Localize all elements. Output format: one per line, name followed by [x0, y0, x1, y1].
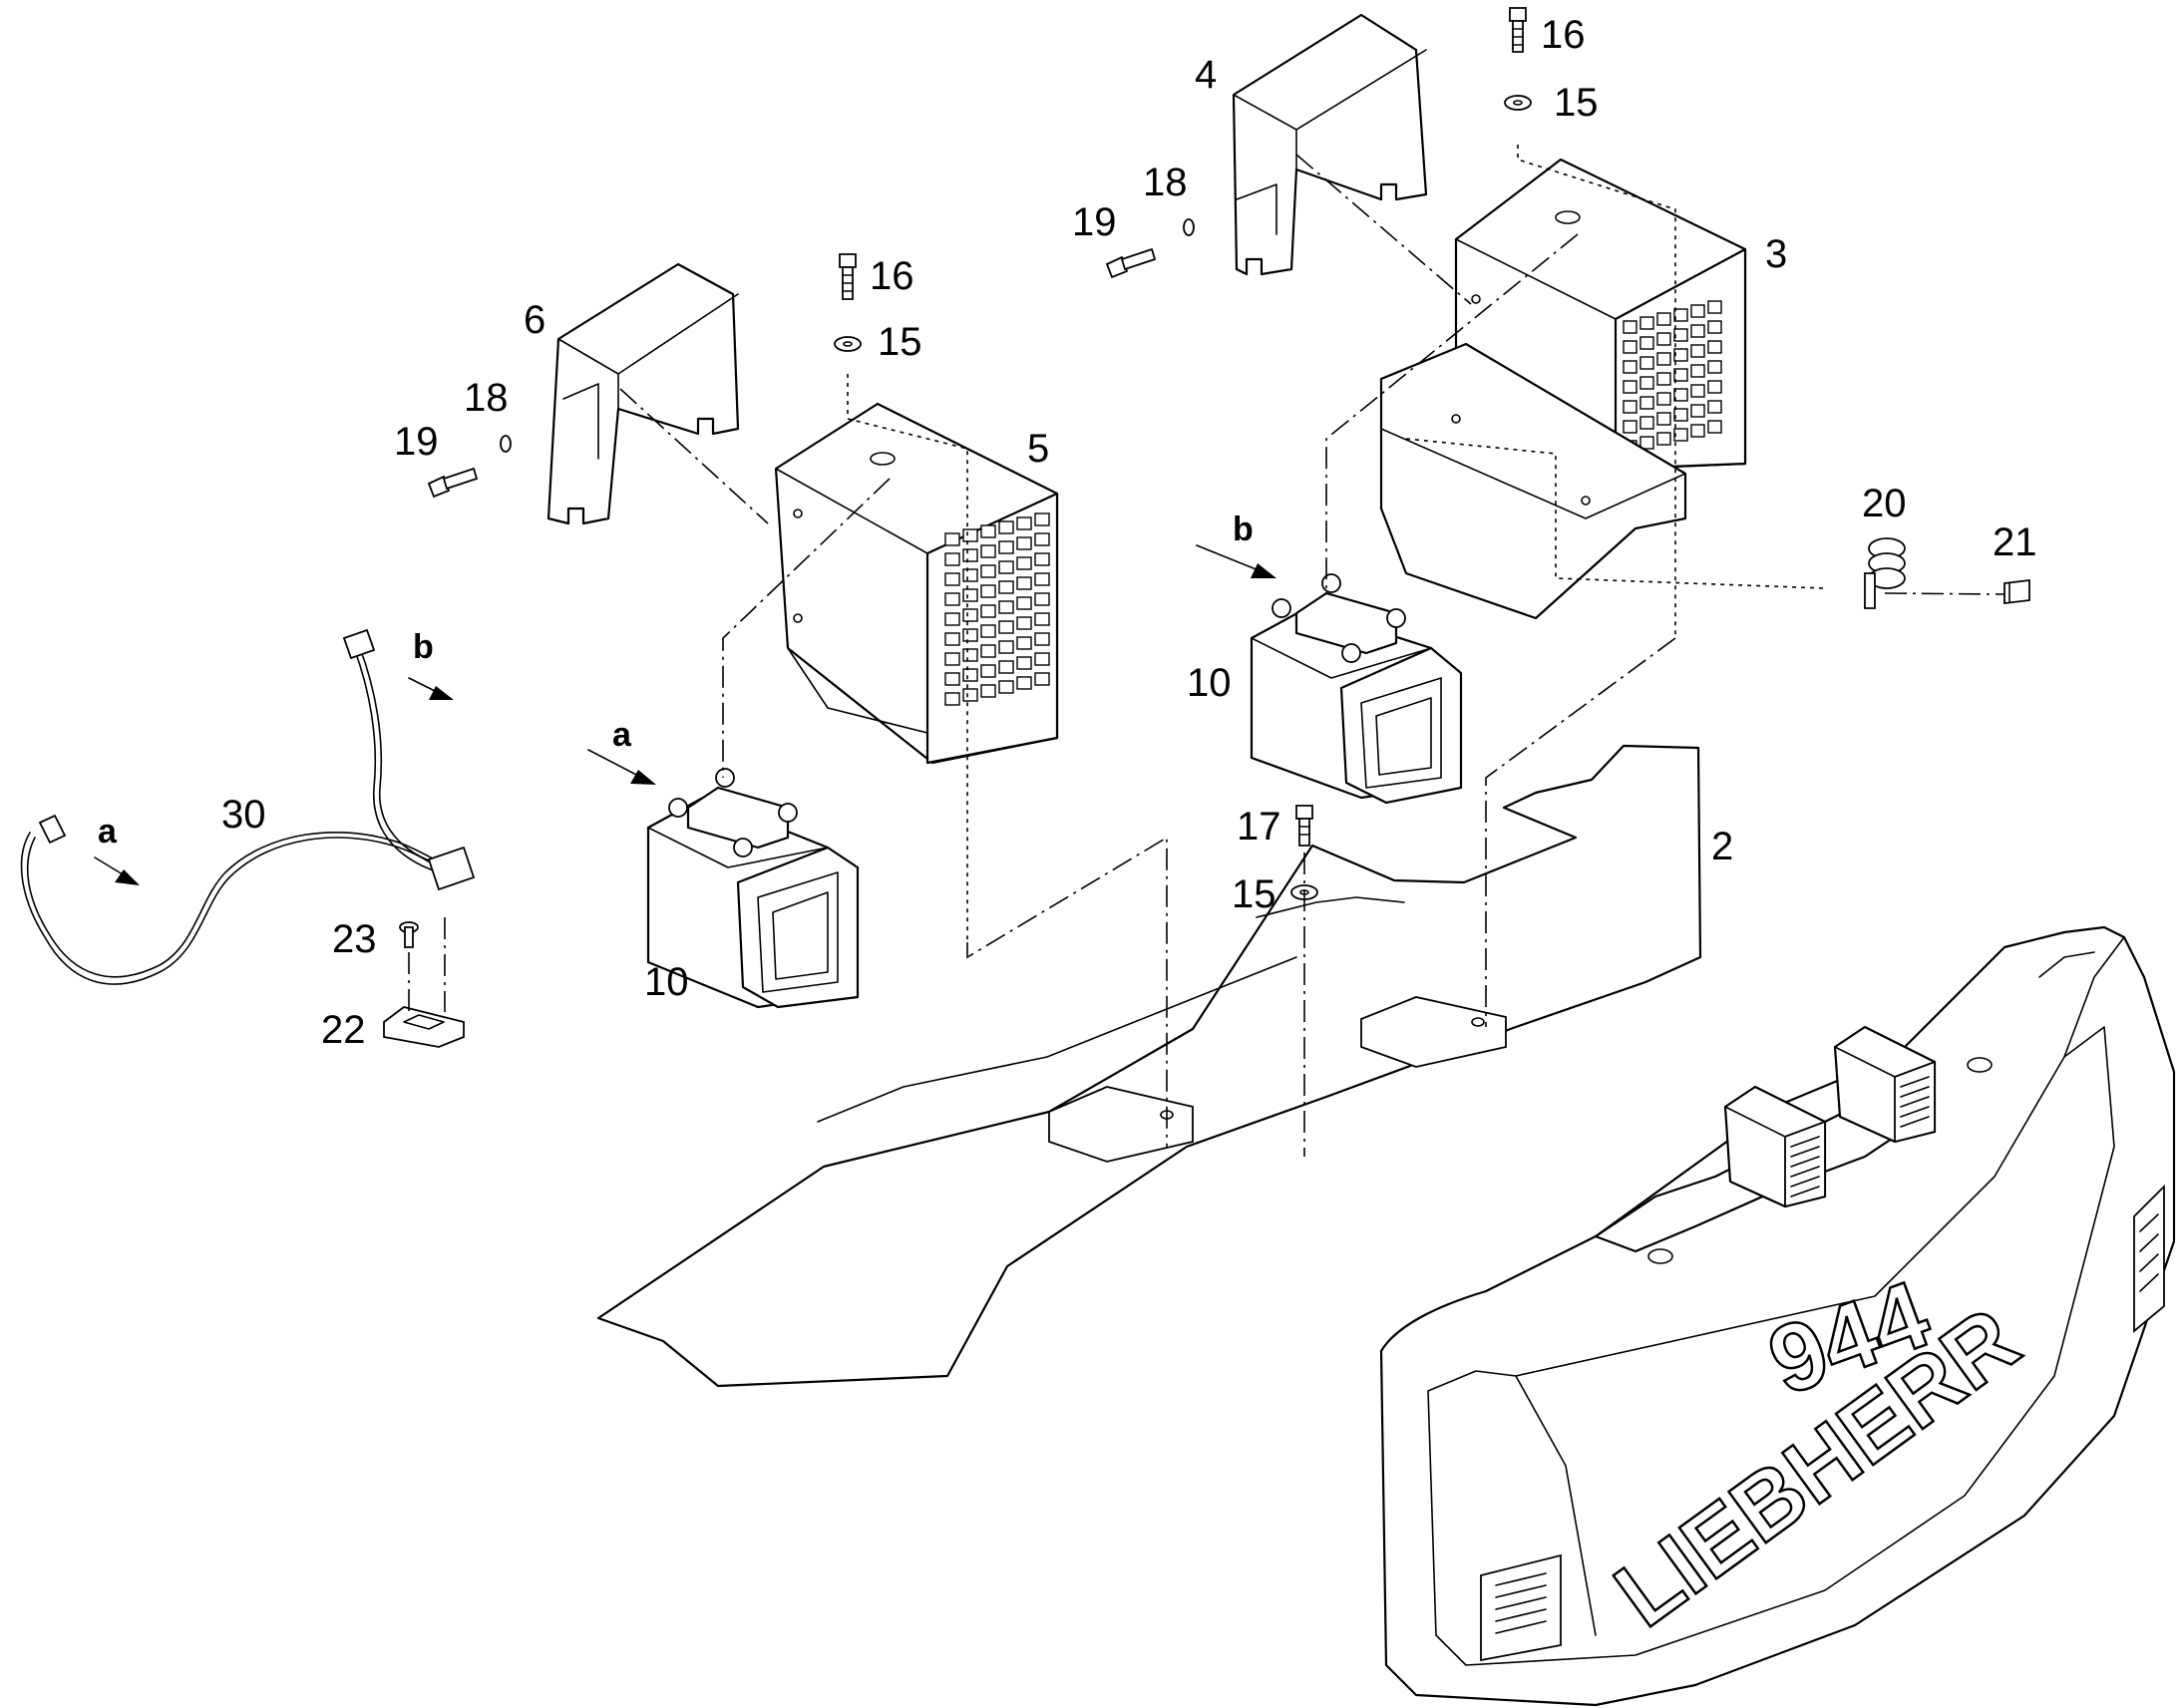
work-lamp-right	[1250, 573, 1463, 805]
screw-21	[2003, 578, 2030, 605]
bolt-17	[1295, 805, 1313, 847]
label-part-19-right: 19	[1072, 200, 1117, 244]
label-part-15-right: 15	[1554, 81, 1599, 125]
view-letter-a-cable: a	[98, 813, 118, 851]
housing-5	[774, 402, 1059, 765]
bolt-16-right	[1509, 7, 1527, 53]
label-part-16-right: 16	[1541, 13, 1586, 57]
mini-housing-left	[1723, 1085, 1827, 1208]
screw-23	[399, 921, 419, 948]
label-part-5: 5	[1027, 427, 1049, 471]
label-part-22: 22	[321, 1008, 366, 1052]
leader-lines	[408, 145, 2005, 1157]
clip-20	[1864, 537, 1906, 609]
screw-19-right	[1105, 247, 1157, 279]
arrow-a-cable	[94, 856, 140, 885]
counterweight-vent-right	[2133, 1184, 2165, 1333]
label-part-20: 20	[1862, 482, 1907, 525]
label-part-23: 23	[332, 917, 377, 961]
label-part-3: 3	[1765, 232, 1787, 276]
bolt-16-left	[839, 253, 857, 300]
screw-19-left	[427, 467, 479, 499]
work-lamp-left	[646, 768, 860, 1009]
view-letter-b-lamp: b	[1233, 511, 1254, 548]
grille-housing-5	[944, 512, 1050, 706]
label-part-21: 21	[1993, 520, 2037, 564]
label-part-30: 30	[221, 793, 266, 837]
mini-housing-right	[1833, 1025, 1937, 1144]
arrow-b-lamp	[1196, 544, 1276, 578]
spacer-block-right	[1360, 996, 1507, 1068]
label-part-18-left: 18	[464, 376, 509, 420]
bracket-6	[546, 262, 740, 525]
cable-harness-30	[20, 628, 476, 985]
mounting-plate	[596, 744, 1702, 1388]
label-part-15-center: 15	[1232, 872, 1276, 916]
label-part-10-right: 10	[1187, 661, 1232, 705]
label-part-6: 6	[524, 298, 545, 342]
label-part-15-left: 15	[878, 320, 922, 364]
grille-housing-3	[1623, 300, 1722, 454]
washer-15-left	[834, 336, 862, 352]
label-part-2: 2	[1711, 825, 1733, 868]
label-part-18-right: 18	[1143, 161, 1188, 204]
cable-clip-22	[383, 1006, 465, 1048]
lockwasher-18-left	[500, 435, 512, 453]
counterweight-vent-left	[1480, 1553, 1562, 1662]
lockwasher-18-right	[1183, 218, 1195, 236]
arrow-b-cable	[408, 677, 454, 700]
washer-15-right	[1504, 95, 1532, 111]
view-letter-a-lamp: a	[612, 716, 632, 754]
mounting-bracket-housing	[1379, 342, 1687, 620]
bracket-4	[1232, 13, 1428, 276]
view-letter-b-cable: b	[413, 628, 434, 666]
label-part-4: 4	[1195, 53, 1217, 97]
label-part-17: 17	[1237, 805, 1281, 849]
label-part-19-left: 19	[394, 420, 439, 464]
label-part-16-left: 16	[870, 254, 914, 298]
label-part-10-left: 10	[644, 960, 689, 1004]
arrow-a-lamp	[587, 749, 656, 785]
